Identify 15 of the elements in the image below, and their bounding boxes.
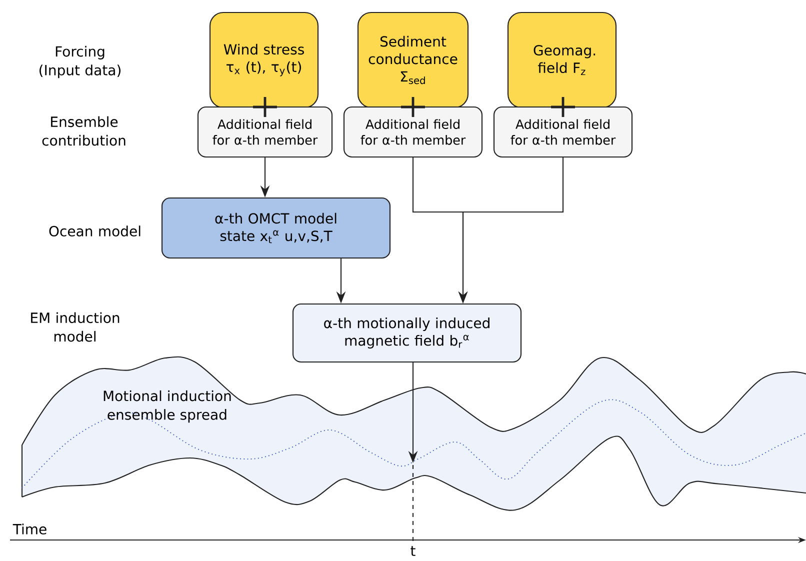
input-box: Sediment conductance Σ$_{sed}$ <box>357 12 469 108</box>
input-box: Wind stress τ$_{x}$ (t), τ$_{y}$(t) <box>209 12 319 108</box>
field-box: Additional field for α-th member <box>197 106 333 158</box>
model-box: α-th motionally induced magnetic field b$_{r}$α <box>292 303 522 363</box>
model-box: α-th OMCT model state x$_{t}$$^{α}$ u,v,S,T <box>161 197 391 259</box>
input-box: Geomag. field F$_{z}$ <box>507 12 617 108</box>
row-label: Ocean model <box>49 226 140 236</box>
row-label: Ensemble contribution <box>42 116 126 146</box>
row-label: Forcing (Input data) <box>40 46 120 78</box>
field-box: Additional field for α-th member <box>343 106 483 158</box>
tick-label: t <box>410 546 416 556</box>
field-box: Additional field for α-th member <box>493 106 633 158</box>
ensemble-band: Motional induction ensemble spread <box>21 356 806 511</box>
axis-label: Time <box>12 524 46 534</box>
row-label: EM induction model <box>31 312 120 342</box>
